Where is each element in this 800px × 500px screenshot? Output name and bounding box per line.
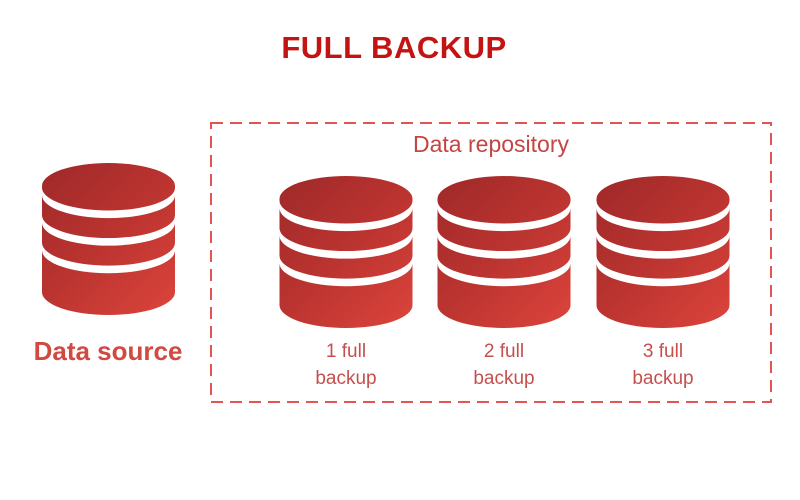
full-backup-item-label: 3 full backup [632,341,694,389]
database-icon [437,176,571,328]
database-icon [42,163,175,315]
full-backup-item-label: 1 full backup [315,341,377,389]
data-source-label: Data source [33,336,183,366]
data-repository-box: Data repository 1 full backup 2 full bac… [210,122,772,403]
full-backup-item-1: 1 full backup [278,176,414,392]
full-backup-item-3: 3 full backup [595,176,731,392]
full-backup-item-label: 2 full backup [473,341,535,389]
data-source: Data source [34,163,182,367]
database-icon [596,176,730,328]
full-backup-item-2: 2 full backup [436,176,572,392]
data-repository-label: Data repository [413,131,569,157]
page-title: FULL BACKUP [281,30,507,65]
database-icon [279,176,413,328]
